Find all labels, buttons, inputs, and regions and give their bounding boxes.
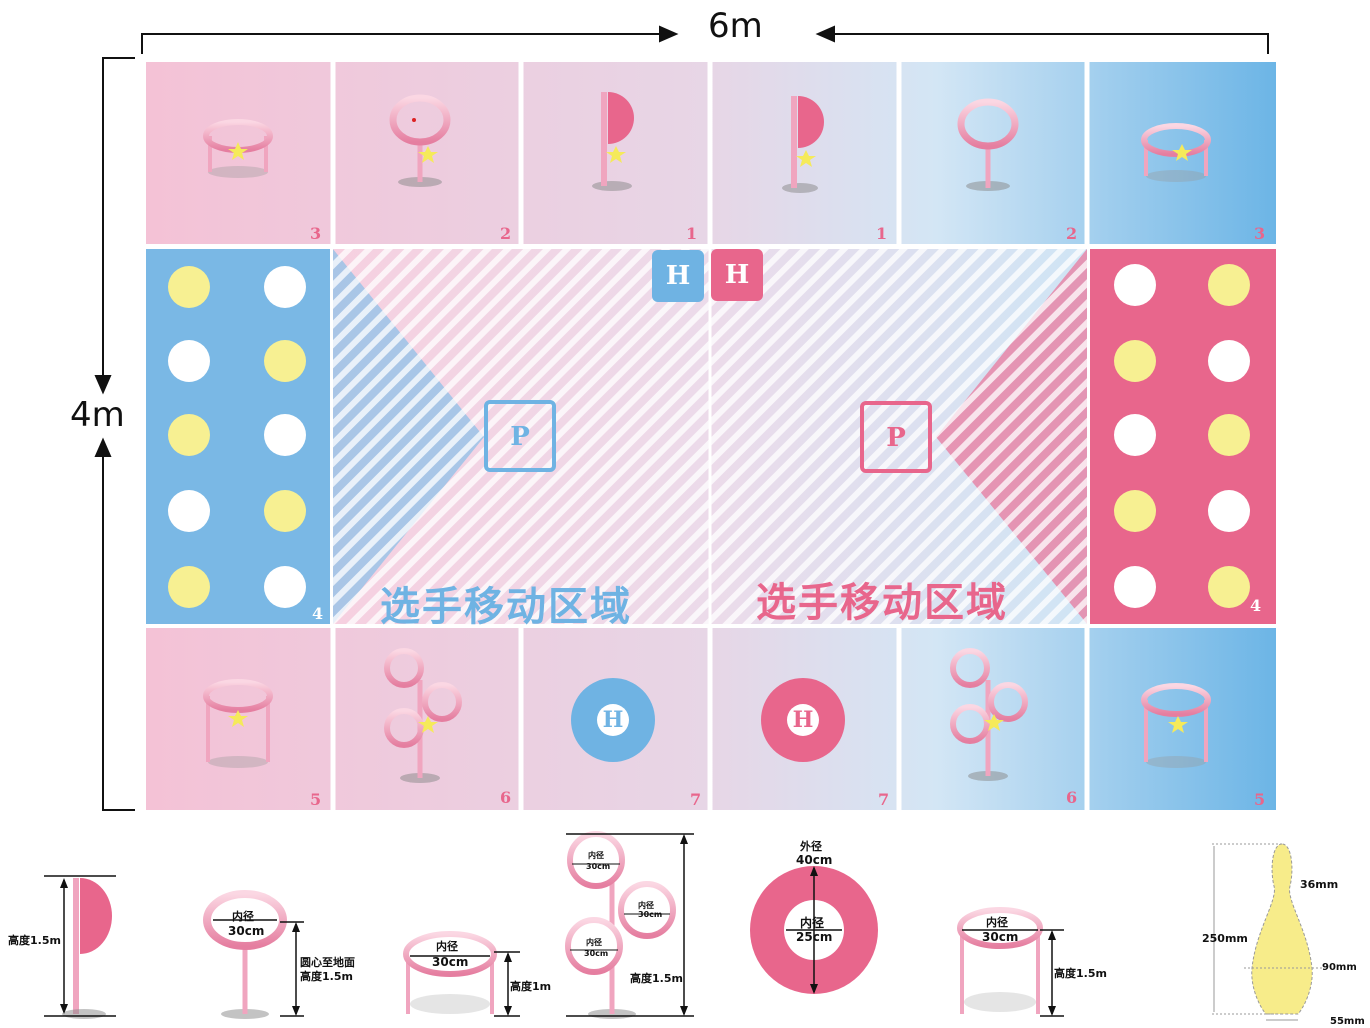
tree-cell-b5 bbox=[950, 648, 1028, 781]
h-badge-pink: H bbox=[711, 249, 763, 301]
ring-stand-cell-5 bbox=[957, 98, 1019, 191]
spec-hoop-high-size: 30cm bbox=[982, 930, 1019, 944]
spec-flag bbox=[44, 875, 116, 1019]
spec-hoop-high-inner: 内径 bbox=[986, 916, 1008, 929]
ball-dot bbox=[168, 414, 210, 456]
player-zone-label-right: 选手移动区域 bbox=[756, 580, 1008, 626]
target-h-pink: H bbox=[792, 707, 814, 733]
spec-hoop-low-size: 30cm bbox=[432, 955, 469, 969]
spec-ring-height-1: 圆心至地面 bbox=[300, 956, 355, 969]
spec-target-outer-size: 40cm bbox=[796, 853, 833, 867]
spec-hoop-low-inner: 内径 bbox=[436, 940, 458, 953]
cell-number: 2 bbox=[1066, 224, 1078, 243]
ring-stand-cell-2 bbox=[389, 94, 451, 187]
ball-dot bbox=[264, 266, 306, 308]
ball-dot bbox=[1114, 264, 1156, 306]
cell-number: 1 bbox=[876, 224, 888, 243]
target-cell-b3 bbox=[571, 678, 655, 762]
ball-dot bbox=[168, 490, 210, 532]
spec-hoop-low bbox=[403, 931, 520, 1017]
spec-tree-size-3: 30cm bbox=[584, 949, 609, 958]
ball-dot bbox=[1114, 340, 1156, 382]
spec-tree-inner-3: 内径 bbox=[586, 938, 602, 947]
cell-number: 3 bbox=[1254, 224, 1266, 243]
spec-ring-size: 30cm bbox=[228, 924, 265, 938]
width-dimension bbox=[141, 25, 1269, 54]
spec-flag-height: 高度1.5m bbox=[8, 934, 61, 947]
flag-cell-3 bbox=[592, 92, 634, 191]
cell-number: 4 bbox=[1250, 596, 1262, 615]
spec-pin-base: 55mm bbox=[1330, 1016, 1365, 1027]
spec-pin-height: 250mm bbox=[1202, 932, 1248, 945]
flag-cell-4 bbox=[782, 96, 824, 193]
height-label: 4m bbox=[70, 395, 125, 435]
cell-number: 1 bbox=[686, 224, 698, 243]
ball-dot bbox=[264, 490, 306, 532]
h-badge-blue: H bbox=[652, 250, 704, 302]
spec-hoop-low-height: 高度1m bbox=[510, 980, 552, 993]
spec-tree-inner-2: 内径 bbox=[638, 901, 654, 910]
ball-dot bbox=[1208, 414, 1250, 456]
spec-bowling-pin bbox=[1212, 843, 1322, 1021]
ball-dot bbox=[264, 414, 306, 456]
ball-dot bbox=[168, 266, 210, 308]
cell-number: 5 bbox=[310, 790, 322, 809]
width-label: 6m bbox=[708, 6, 763, 46]
spec-tree-size-2: 30cm bbox=[638, 910, 663, 919]
player-zone-label-left: 选手移动区域 bbox=[380, 584, 632, 630]
ball-dot bbox=[168, 340, 210, 382]
target-cell-b4 bbox=[761, 678, 845, 762]
cell-number: 5 bbox=[1254, 790, 1266, 809]
ball-dot bbox=[264, 566, 306, 608]
tree-cell-b2 bbox=[384, 648, 462, 783]
hoop-cell-b6 bbox=[1141, 683, 1211, 768]
ball-dot bbox=[1114, 414, 1156, 456]
p-box-pink: P bbox=[860, 401, 932, 473]
spec-tree bbox=[565, 831, 694, 1019]
height-dimension bbox=[94, 57, 135, 811]
spec-hoop-high bbox=[957, 907, 1064, 1017]
spec-target bbox=[750, 866, 878, 994]
spec-ring-stand bbox=[203, 890, 304, 1019]
ball-dot bbox=[1114, 490, 1156, 532]
target-h-blue: H bbox=[602, 707, 624, 733]
spec-target-inner-size: 25cm bbox=[796, 930, 833, 944]
ball-dot bbox=[168, 566, 210, 608]
cell-number: 7 bbox=[878, 790, 890, 809]
spec-tree-height: 高度1.5m bbox=[630, 972, 683, 985]
hoop-cell-b1 bbox=[203, 679, 273, 768]
ball-dot bbox=[1208, 264, 1250, 306]
hoop-cell-6 bbox=[1141, 123, 1211, 182]
cell-number: 6 bbox=[500, 788, 512, 807]
cell-number: 3 bbox=[310, 224, 322, 243]
hoop-cell-1 bbox=[203, 119, 273, 178]
spec-tree-size-1: 30cm bbox=[586, 862, 611, 871]
spec-pin-top: 36mm bbox=[1300, 878, 1339, 891]
ball-dot bbox=[264, 340, 306, 382]
ball-dot bbox=[1208, 566, 1250, 608]
spec-target-inner-label: 内径 bbox=[800, 916, 825, 930]
spec-tree-inner-1: 内径 bbox=[588, 851, 604, 860]
ball-dot bbox=[1114, 566, 1156, 608]
cell-number: 4 bbox=[312, 604, 324, 623]
ball-dot bbox=[1208, 490, 1250, 532]
spec-ring-inner: 内径 bbox=[232, 910, 254, 923]
cell-number: 6 bbox=[1066, 788, 1078, 807]
spec-pin-mid: 90mm bbox=[1322, 962, 1357, 973]
ball-dot bbox=[1208, 340, 1250, 382]
spec-hoop-high-height: 高度1.5m bbox=[1054, 967, 1107, 980]
cell-number: 2 bbox=[500, 224, 512, 243]
spec-ring-height-2: 高度1.5m bbox=[300, 970, 353, 983]
p-box-blue: P bbox=[484, 400, 556, 472]
spec-target-outer-label: 外径 bbox=[800, 840, 822, 853]
cell-number: 7 bbox=[690, 790, 702, 809]
